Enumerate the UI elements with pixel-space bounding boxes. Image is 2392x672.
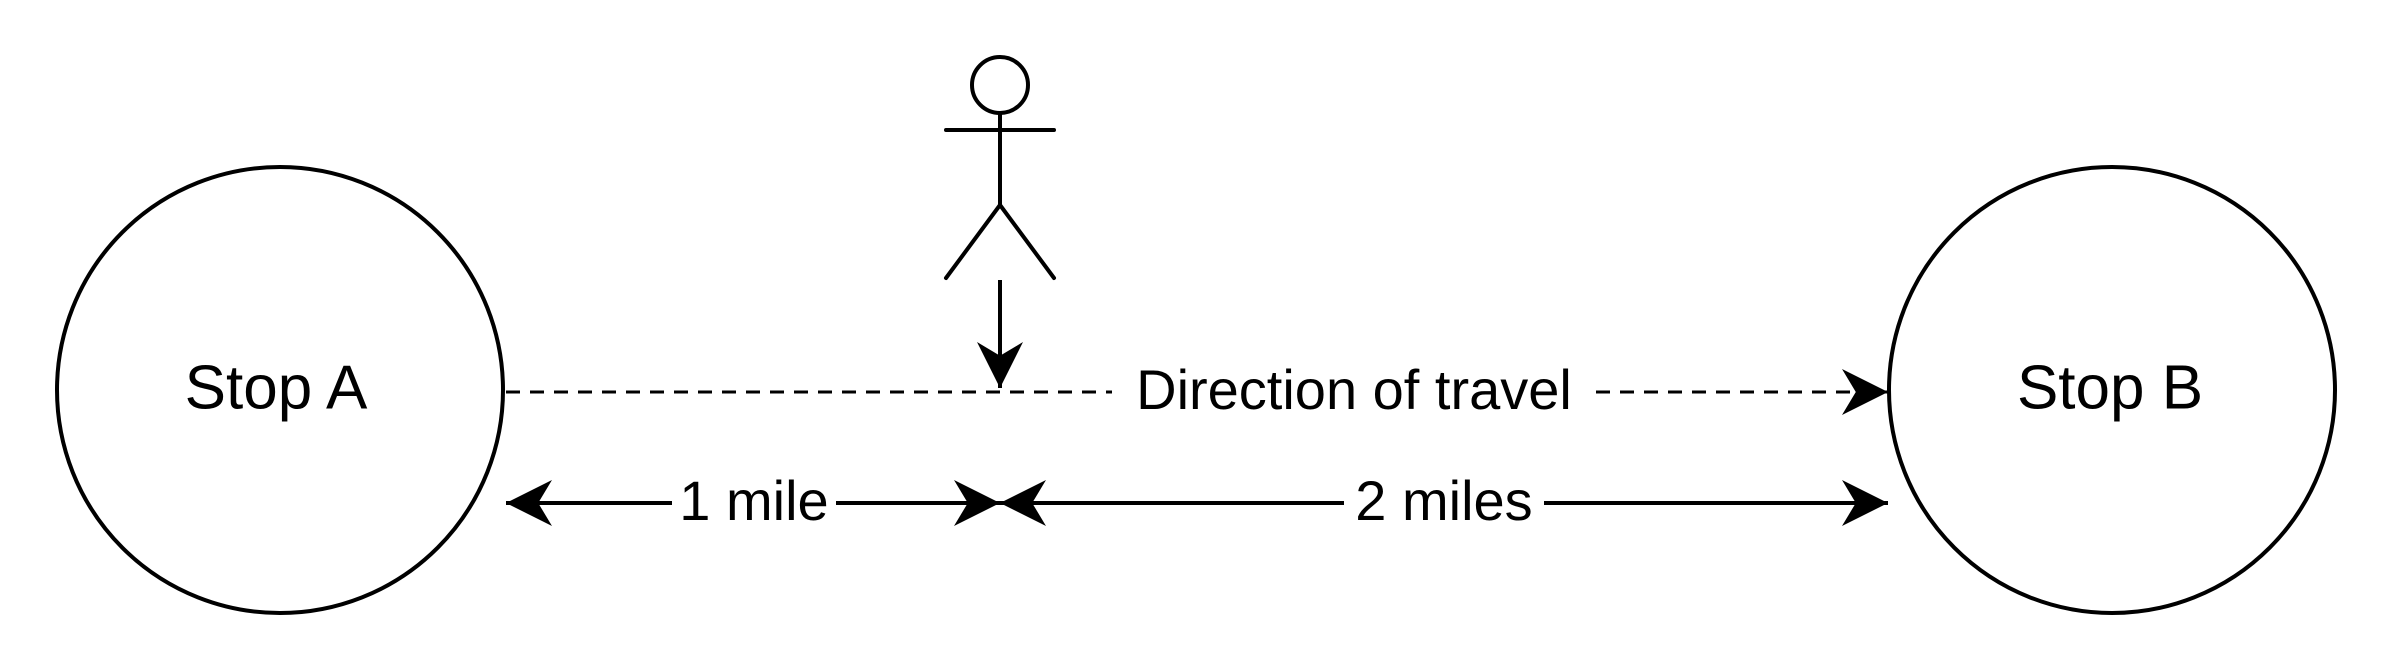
stop-b-label: Stop B [2017, 353, 2203, 422]
direction-of-travel-label: Direction of travel [1136, 358, 1572, 421]
stop-b-node: Stop B [1887, 165, 2337, 615]
stop-a-label: Stop A [185, 353, 368, 422]
direction-of-travel-edge: Direction of travel [506, 357, 1888, 421]
distance-2-miles: 2 miles [1000, 469, 1888, 536]
stick-figure-icon [944, 55, 1056, 280]
distance-1-mile: 1 mile [506, 469, 1000, 536]
stop-a-node: Stop A [55, 165, 505, 615]
distance-2-miles-label: 2 miles [1355, 469, 1532, 532]
distance-1-mile-label: 1 mile [679, 469, 828, 532]
direction-of-travel-label-bg [1132, 357, 1576, 421]
